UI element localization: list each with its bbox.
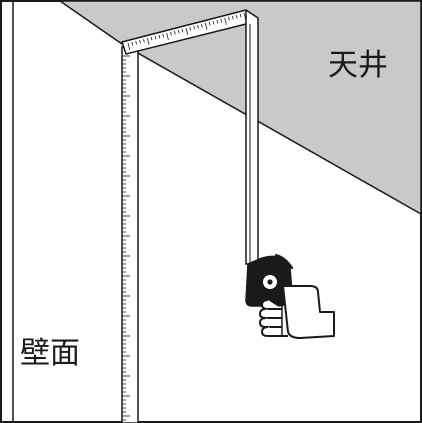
- ceiling-tape-tick: [193, 25, 195, 30]
- ceiling-tape-tick: [197, 24, 199, 29]
- wall-label: 壁面: [20, 336, 80, 371]
- tape-measure-case-icon: [245, 253, 294, 307]
- ceiling-tape-tick: [204, 22, 208, 30]
- hand-holding-tape-measure-icon: [258, 285, 335, 339]
- ceiling-tape-tick: [239, 13, 242, 18]
- ceiling-tape-tick: [216, 19, 219, 24]
- wall-tape-ticks: [122, 55, 130, 421]
- ceiling-tape-tick: [181, 28, 184, 33]
- hanging-tape-strip: [245, 9, 259, 265]
- ceiling-tape-tick: [189, 26, 192, 31]
- ceiling-tape-tick: [185, 27, 189, 35]
- ceiling-tape-tick: [158, 34, 161, 39]
- ceiling-tape-tick: [146, 37, 150, 45]
- ceiling-tape-tick: [131, 41, 134, 46]
- ceiling-tape-tick: [201, 23, 203, 28]
- ceiling-tape-tick: [154, 35, 157, 40]
- ceiling-tape-tick: [127, 42, 131, 50]
- wall-tape-ruler: [121, 46, 139, 423]
- ceiling-tape-tick: [235, 14, 238, 19]
- ceiling-tape-tick: [174, 30, 176, 35]
- ceiling-tape-tick: [150, 36, 153, 41]
- ceiling-tape-tick: [170, 31, 172, 36]
- ceiling-tape-tick: [228, 16, 230, 21]
- ceiling-tape-tick: [135, 40, 137, 45]
- ceiling-label: 天井: [328, 48, 388, 83]
- ceiling-tape-tick: [220, 18, 223, 23]
- ceiling-tape-tick: [162, 33, 165, 38]
- ceiling-tape-tick: [166, 32, 169, 40]
- ceiling-tape-tick: [208, 21, 211, 26]
- ceiling-tape-tick: [232, 15, 234, 20]
- ceiling-tape-tick: [224, 17, 227, 25]
- ceiling-tape-tick: [139, 39, 141, 44]
- ceiling-tape-tick: [143, 38, 145, 43]
- ceiling-tape-tick: [177, 29, 180, 34]
- ceiling-area: [59, 0, 422, 215]
- ceiling-tape-tick: [212, 20, 215, 25]
